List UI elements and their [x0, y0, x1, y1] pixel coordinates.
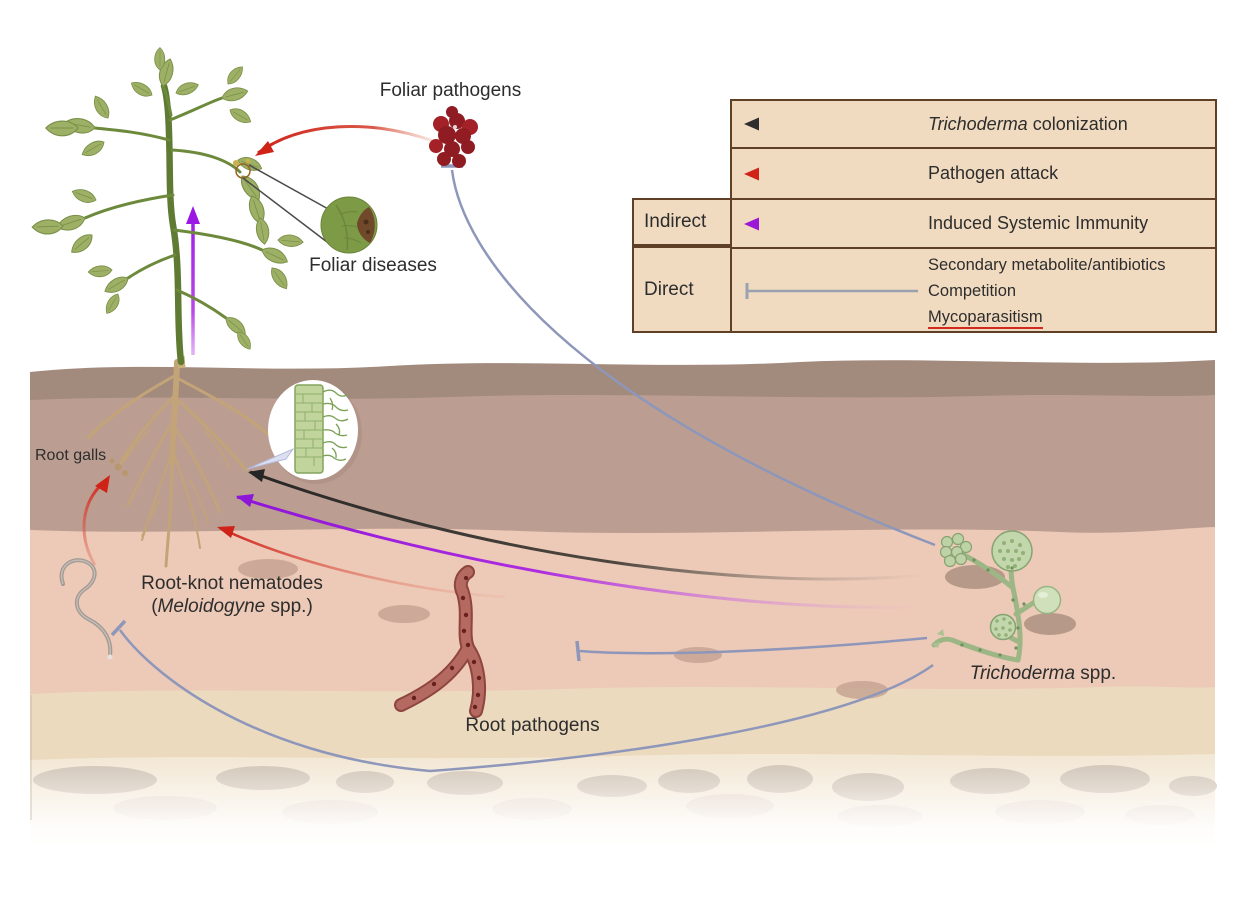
nematode-attack-arrow	[82, 475, 110, 566]
blue-tbar-line-icon	[745, 283, 918, 299]
root-system	[86, 359, 272, 568]
legend-colonization-label: Trichoderma colonization	[928, 113, 1128, 134]
root-pathogens-organism	[394, 565, 487, 718]
nematode	[59, 558, 113, 660]
legend-row-colonization: Trichoderma colonization	[732, 101, 1215, 147]
root-colonization-magnifier	[246, 380, 362, 484]
foliar-disease-callout	[242, 164, 378, 254]
tomato-plant	[31, 47, 305, 369]
foliar-attack-arrow	[255, 124, 437, 156]
colonization-arrow	[248, 469, 926, 581]
red-arrow-left-icon	[744, 167, 920, 180]
legend-row-isi: Induced Systemic Immunity	[732, 198, 1215, 247]
legend-isi-label: Induced Systemic Immunity	[928, 213, 1149, 233]
foliar-pathogen-cluster	[429, 106, 478, 168]
hyphae	[322, 389, 349, 461]
interaction-arrows	[82, 124, 936, 773]
legend-table: Trichoderma colonization Pathogen attack…	[730, 99, 1217, 333]
legend-direct-cell: Direct	[632, 246, 734, 333]
purple-arrow-left-icon	[744, 217, 920, 230]
black-arrow-left-icon	[744, 117, 920, 131]
direct-inhibition-lines	[110, 164, 936, 773]
legend-indirect-cell: Indirect	[632, 198, 734, 246]
legend-row-direct-mechanisms: Secondary metabolite/antibiotics Competi…	[732, 247, 1215, 331]
legend-pathogen-attack-label: Pathogen attack	[928, 163, 1059, 183]
isi-arrow-stem	[186, 206, 200, 355]
legend-mycoparasitism-line: Mycoparasitism	[928, 304, 1166, 330]
root-cell-pattern	[296, 393, 322, 466]
root-galls-bumps	[109, 458, 128, 476]
legend-secondary-metabolite-label: Secondary metabolite/antibiotics	[928, 256, 1166, 274]
trichoderma-organism	[931, 530, 1076, 663]
legend-row-pathogen-attack: Pathogen attack	[732, 147, 1215, 198]
isi-arrow-long	[236, 494, 921, 609]
legend-indirect-label: Indirect	[644, 211, 707, 232]
legend-competition-label: Competition	[928, 282, 1017, 300]
legend-direct-mechanisms-labels: Secondary metabolite/antibiotics Competi…	[928, 249, 1166, 330]
legend-direct-label: Direct	[644, 278, 694, 300]
magnifier-pointer	[246, 447, 295, 470]
